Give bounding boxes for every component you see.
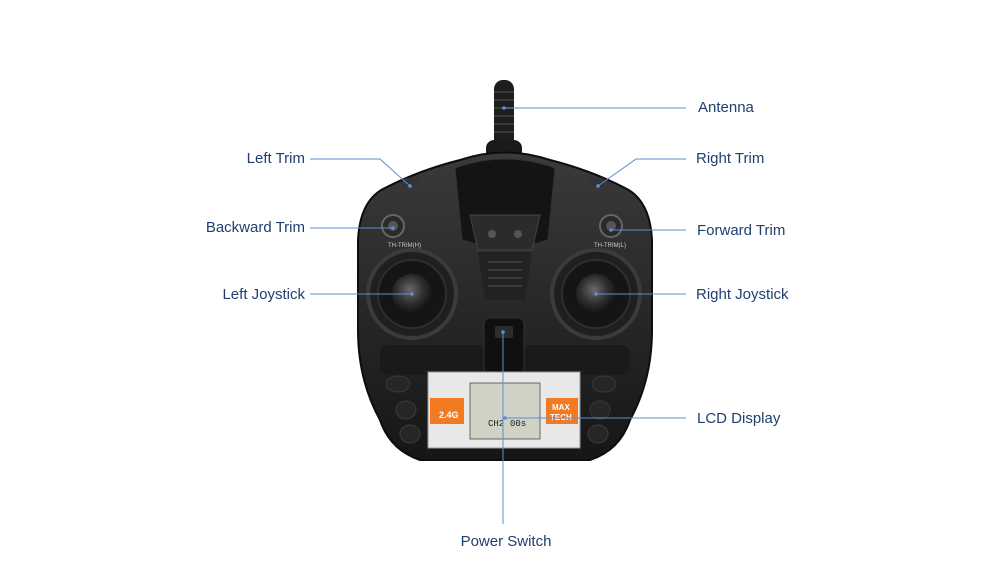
trim-right-marking: TH-TRIM(L) [594,243,626,249]
label-left-trim: Left Trim [246,150,305,167]
leader-right-trim [597,158,686,187]
backward-trim-knob [381,214,405,238]
forward-trim-knob [599,214,623,238]
lcd-channel: CH2 [488,419,504,429]
trim-left-marking: TH-TRIM(H) [388,243,421,249]
leader-lines [310,107,686,524]
brand-line1: MAX [552,403,570,412]
label-right-trim: Right Trim [696,150,765,167]
label-left-joystick: Left Joystick [222,286,305,303]
lcd-value: 00s [510,419,526,429]
leader-left-trim [310,158,411,187]
label-forward-trim: Forward Trim [697,222,786,239]
lcd-panel: 2.4G MAX TECH CH2 00s [427,371,581,449]
freq-marking: 2.4G [439,410,459,420]
label-backward-trim: Backward Trim [205,219,305,236]
label-right-joystick: Right Joystick [696,286,789,303]
label-antenna: Antenna [698,99,754,116]
power-switch [483,317,525,375]
leader-dots [391,106,613,420]
label-lcd-display: LCD Display [697,410,781,427]
label-power-switch: Power Switch [460,533,552,550]
